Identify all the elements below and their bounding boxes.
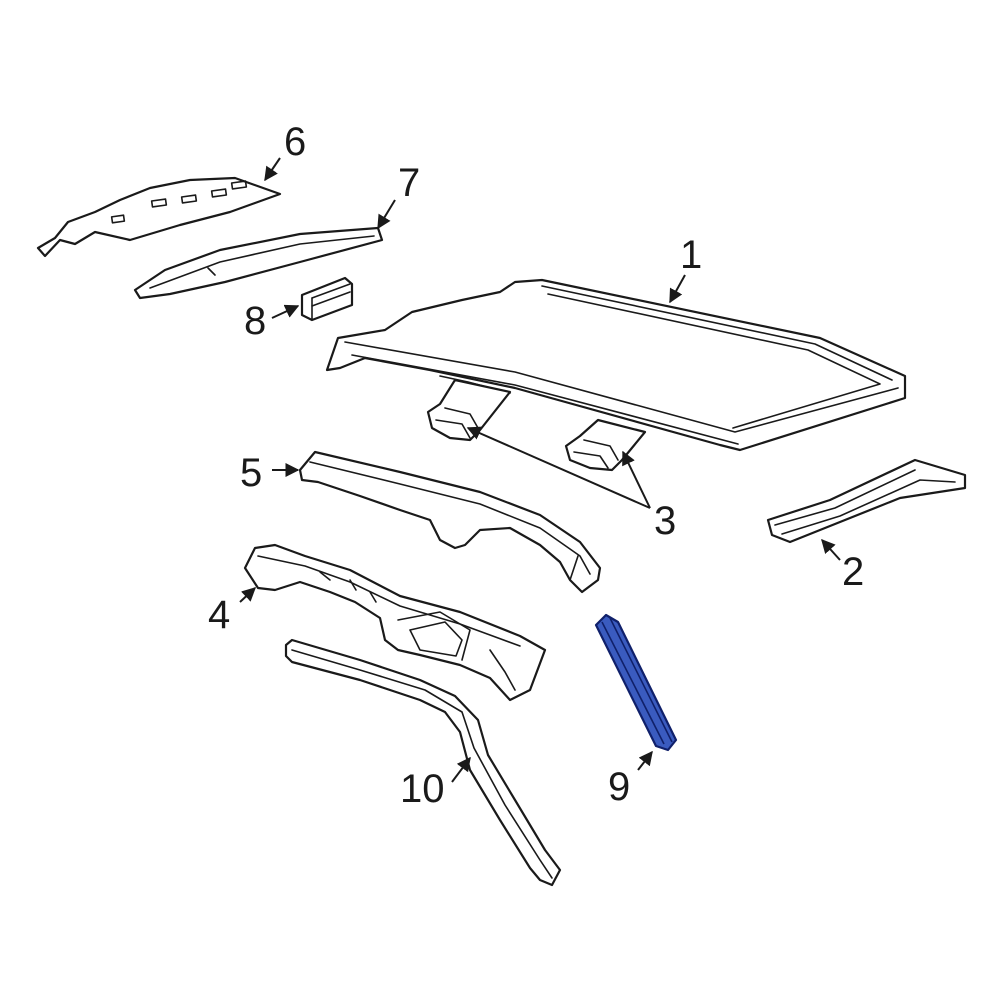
- callout-1: 1: [680, 233, 702, 277]
- callout-9: 9: [608, 765, 630, 809]
- part-2-rear-header[interactable]: [766, 458, 967, 544]
- part-3-roof-bow-front[interactable]: [426, 378, 512, 442]
- leader-8: [271, 304, 300, 319]
- part-7-front-header[interactable]: [133, 226, 384, 300]
- leader-9: [637, 750, 653, 771]
- callout-4: 4: [208, 593, 230, 637]
- leader-7: [377, 199, 396, 230]
- callout-2: 2: [842, 550, 864, 594]
- leader-10: [451, 756, 471, 783]
- part-10-weatherstrip[interactable]: [284, 638, 562, 887]
- callout-10: 10: [400, 767, 445, 811]
- leader-3b: [622, 450, 651, 509]
- leader-3a: [466, 426, 651, 509]
- leader-1: [669, 274, 686, 304]
- part-5-roof-rail[interactable]: [298, 450, 602, 594]
- callout-8: 8: [244, 299, 266, 343]
- callout-3: 3: [654, 499, 676, 543]
- callout-7: 7: [398, 161, 420, 205]
- part-4-side-reinforcement[interactable]: [243, 543, 547, 702]
- callout-labels: 1 2 3 4 5 6 7 8 9 10: [208, 120, 864, 811]
- leader-6: [264, 157, 281, 182]
- part-1-roof-panel[interactable]: [325, 278, 907, 452]
- leader-4: [239, 587, 257, 603]
- part-6-header-reinforcement[interactable]: [36, 176, 282, 258]
- callout-5: 5: [240, 451, 262, 495]
- part-9-seal-strip[interactable]: [594, 613, 678, 752]
- callout-6: 6: [284, 120, 306, 164]
- part-3-roof-bow-rear[interactable]: [564, 418, 647, 472]
- leader-2: [821, 538, 841, 561]
- leader-lines: [239, 157, 841, 783]
- part-8-bracket[interactable]: [300, 276, 354, 322]
